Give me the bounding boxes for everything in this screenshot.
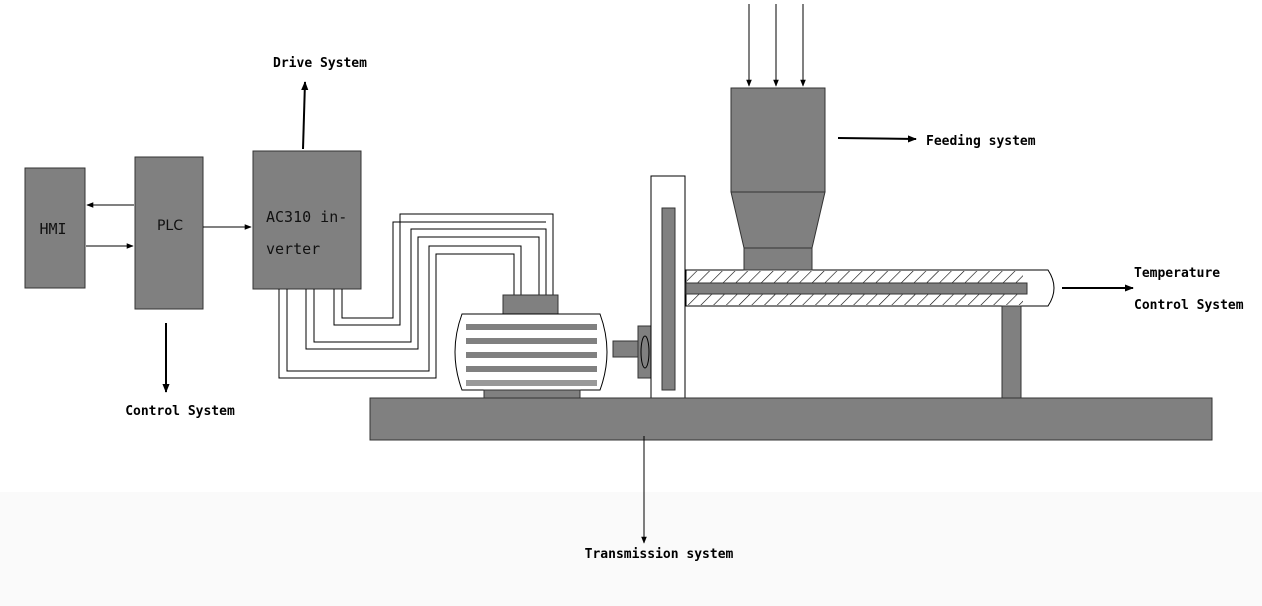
hmi-label: HMI xyxy=(39,220,66,238)
feed-hopper xyxy=(730,87,826,271)
inverter-block: AC310 in- verter xyxy=(252,150,362,290)
drive-system-arrow xyxy=(301,81,309,150)
feeding-system-label: Feeding system xyxy=(926,134,1036,149)
temperature-label-line1: Temperature xyxy=(1134,266,1220,281)
power-cables xyxy=(278,213,554,379)
feeding-system-arrow xyxy=(837,135,917,143)
drive-system-label: Drive System xyxy=(273,56,367,71)
machine-base xyxy=(369,397,1213,441)
control-system-label: Control System xyxy=(125,404,235,419)
barrel-support-leg xyxy=(1001,305,1022,399)
inverter-label-line1: AC310 in- xyxy=(266,208,347,226)
hmi-block: HMI xyxy=(24,167,86,289)
motor xyxy=(454,294,656,400)
bottom-band xyxy=(0,492,1262,606)
extruder-barrel xyxy=(685,269,1055,307)
temperature-label-line2: Control System xyxy=(1134,298,1244,313)
inverter-label-line2: verter xyxy=(266,240,320,258)
plc-block: PLC xyxy=(134,156,204,310)
plc-label: PLC xyxy=(157,218,183,234)
gearbox xyxy=(650,175,686,399)
transmission-system-label: Transmission system xyxy=(585,547,734,562)
